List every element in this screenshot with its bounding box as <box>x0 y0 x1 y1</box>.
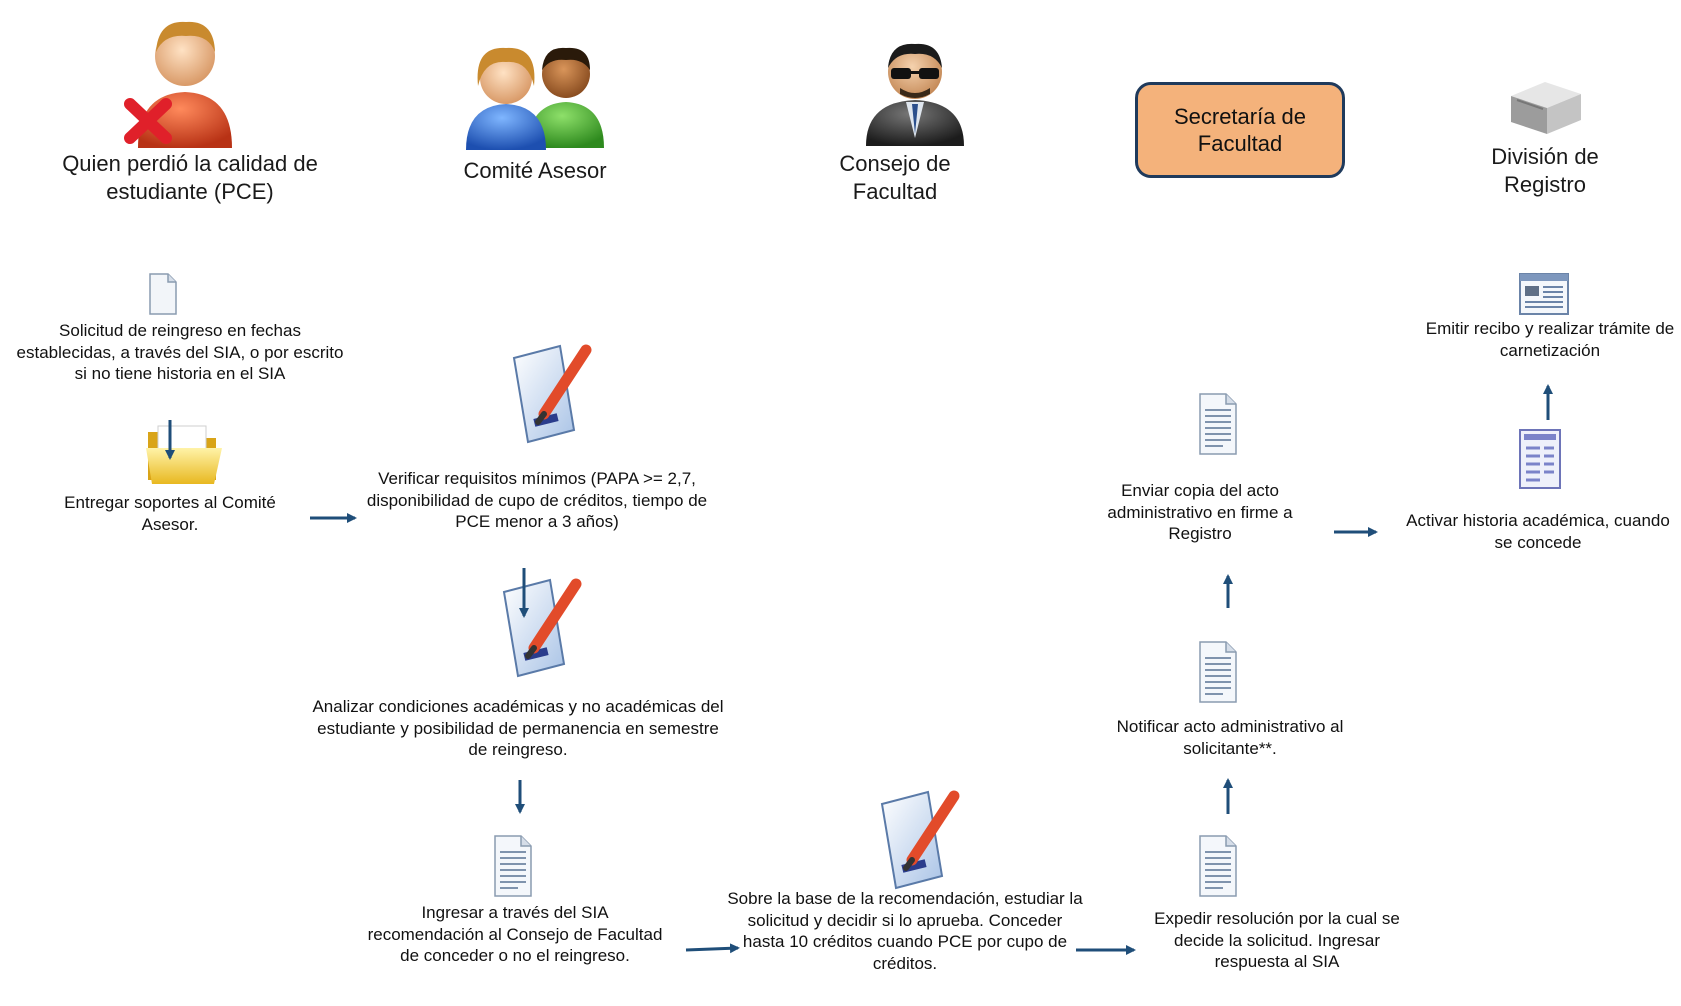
council-person-icon <box>866 43 964 146</box>
lane-pce-label: Quien perdió la calidad de estudiante (P… <box>62 151 318 204</box>
document-icon <box>149 273 177 315</box>
text-document-icon <box>1199 835 1237 897</box>
step-soportes-label: Entregar soportes al Comité Asesor. <box>64 493 276 534</box>
arrow-ingresar-to-estudiar <box>685 943 740 954</box>
lane-registro-label: División de Registro <box>1491 144 1599 197</box>
step-analizar-label: Analizar condiciones académicas y no aca… <box>312 697 724 760</box>
step-verificar-label: Verificar requisitos mínimos (PAPA >= 2,… <box>366 469 708 532</box>
step-estudiar-label: Sobre la base de la recomendación, estud… <box>727 889 1083 973</box>
text-document-icon <box>1199 393 1237 455</box>
text-document-icon <box>494 835 532 897</box>
lane-secretaria-label: Secretaría de Facultad <box>1173 103 1307 157</box>
lane-secretaria-box: Secretaría de Facultad <box>1135 82 1345 178</box>
step-solicitud-label: Solicitud de reingreso en fechas estable… <box>16 321 344 384</box>
step-expedir-label: Expedir resolución por la cual se decide… <box>1154 909 1400 972</box>
lane-comite-label: Comité Asesor <box>463 158 607 183</box>
step-notificar-label: Notificar acto administrativo al solicit… <box>1116 717 1344 758</box>
step-emitir-label: Emitir recibo y realizar trámite de carn… <box>1425 319 1675 360</box>
edit-document-icon <box>502 578 582 678</box>
step-ingresar-label: Ingresar a través del SIA recomendación … <box>367 903 663 966</box>
step-activar-label: Activar historia académica, cuando se co… <box>1406 511 1670 552</box>
text-document-icon <box>1199 641 1237 703</box>
registry-box-icon <box>1511 82 1581 134</box>
edit-document-icon <box>512 344 592 444</box>
step-enviar-label: Enviar copia del acto administrativo en … <box>1107 481 1293 544</box>
record-document-icon <box>1519 429 1561 489</box>
edit-document-icon <box>880 790 960 890</box>
lane-consejo-label: Consejo de Facultad <box>839 151 951 204</box>
receipt-icon <box>1519 273 1569 315</box>
committee-people-icon <box>466 47 604 150</box>
student-lost-status-icon <box>124 21 232 148</box>
